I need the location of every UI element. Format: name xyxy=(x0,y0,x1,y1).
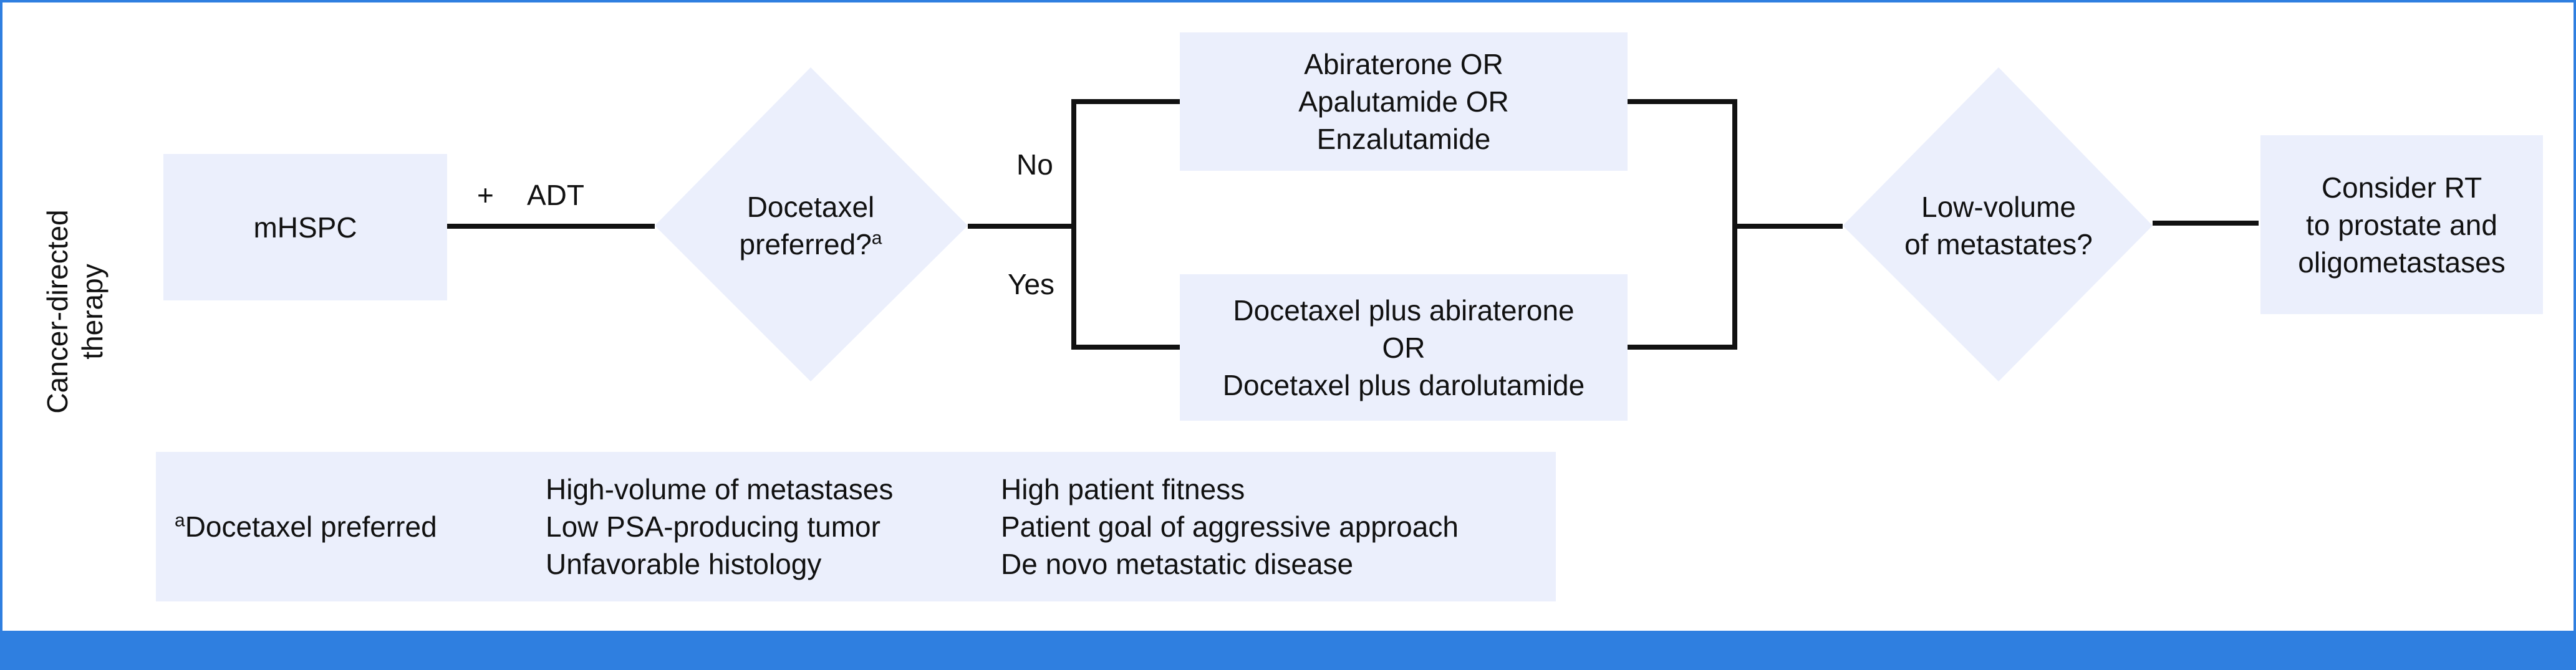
adt-plus-sign: + xyxy=(477,179,494,211)
no-therapy-box: Abiraterone OR Apalutamide OR Enzalutami… xyxy=(1180,32,1628,171)
connector-branch-no xyxy=(1071,99,1180,350)
legend-column-1: High-volume of metastases Low PSA-produc… xyxy=(546,471,893,583)
branch-no-label: No xyxy=(1016,148,1053,181)
legend-box: aDocetaxel preferred High-volume of meta… xyxy=(156,452,1556,601)
docetaxel-decision-text: Docetaxel preferred?a xyxy=(739,191,882,261)
yes-therapy-box: Docetaxel plus abiraterone OR Docetaxel … xyxy=(1180,274,1628,421)
legend-item: De novo metastatic disease xyxy=(1001,548,1354,580)
legend-item: Unfavorable histology xyxy=(546,548,822,580)
adt-label: ADT xyxy=(527,179,584,211)
bottom-bar xyxy=(0,631,2576,670)
cancer-directed-therapy-label: Cancer-directed therapy xyxy=(41,209,109,414)
legend-item: High-volume of metastases xyxy=(546,473,894,505)
low-volume-decision-diamond xyxy=(1843,67,2153,381)
connector-merge xyxy=(1628,99,1737,350)
legend-item: High patient fitness xyxy=(1001,473,1245,505)
low-volume-decision-text: Low-volume of metastates? xyxy=(1904,191,2093,261)
docetaxel-decision-diamond xyxy=(655,67,968,381)
legend-column-2: High patient fitness Patient goal of agg… xyxy=(1001,471,1459,583)
branch-yes-label: Yes xyxy=(1008,268,1055,300)
consider-rt-box: Consider RT to prostate and oligometasta… xyxy=(2260,135,2543,314)
legend-item: Low PSA-producing tumor xyxy=(546,510,880,543)
legend-item: Patient goal of aggressive approach xyxy=(1001,510,1459,543)
legend-title: aDocetaxel preferred xyxy=(175,510,437,543)
mhspc-box: mHSPC xyxy=(163,154,447,300)
